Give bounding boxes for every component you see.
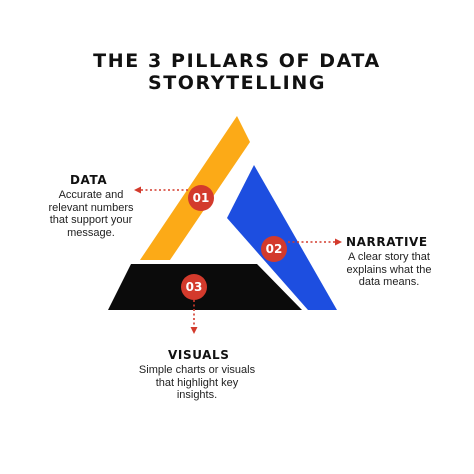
data-description-line: relevant numbers (48, 201, 134, 214)
data-description: Accurate and relevant numbers that suppo… (36, 189, 146, 239)
visuals-description-line: Simple charts or visuals (138, 364, 256, 376)
narrative-number-badge: 02 (261, 236, 287, 262)
data-arrow (134, 186, 188, 194)
data-description-line: message. (67, 226, 115, 239)
visuals-arrow (190, 300, 198, 334)
narrative-arrow (288, 238, 342, 246)
data-description-line: that support your (49, 214, 133, 226)
narrative-heading: NARRATIVE (346, 235, 428, 249)
narrative-description: A clear story that explains what the dat… (334, 251, 444, 289)
narrative-description-line: A clear story that (348, 251, 430, 263)
data-description-line: Accurate and (58, 189, 124, 201)
narrative-description-line: data means. (358, 276, 420, 288)
visuals-description: Simple charts or visuals that highlight … (117, 364, 277, 402)
narrative-pillar-shape (227, 165, 337, 310)
data-number-badge: 01 (188, 185, 214, 211)
data-heading: DATA (70, 173, 108, 187)
narrative-description-line: explains what the (346, 263, 432, 276)
visuals-number-badge: 03 (181, 274, 207, 300)
visuals-description-line: that highlight key (155, 376, 239, 389)
visuals-description-line: insights. (176, 389, 218, 401)
page-title-line-2: STORYTELLING (147, 72, 327, 94)
visuals-heading: VISUALS (168, 348, 230, 362)
page-title-line-1: THE 3 PILLARS OF DATA (93, 50, 381, 72)
